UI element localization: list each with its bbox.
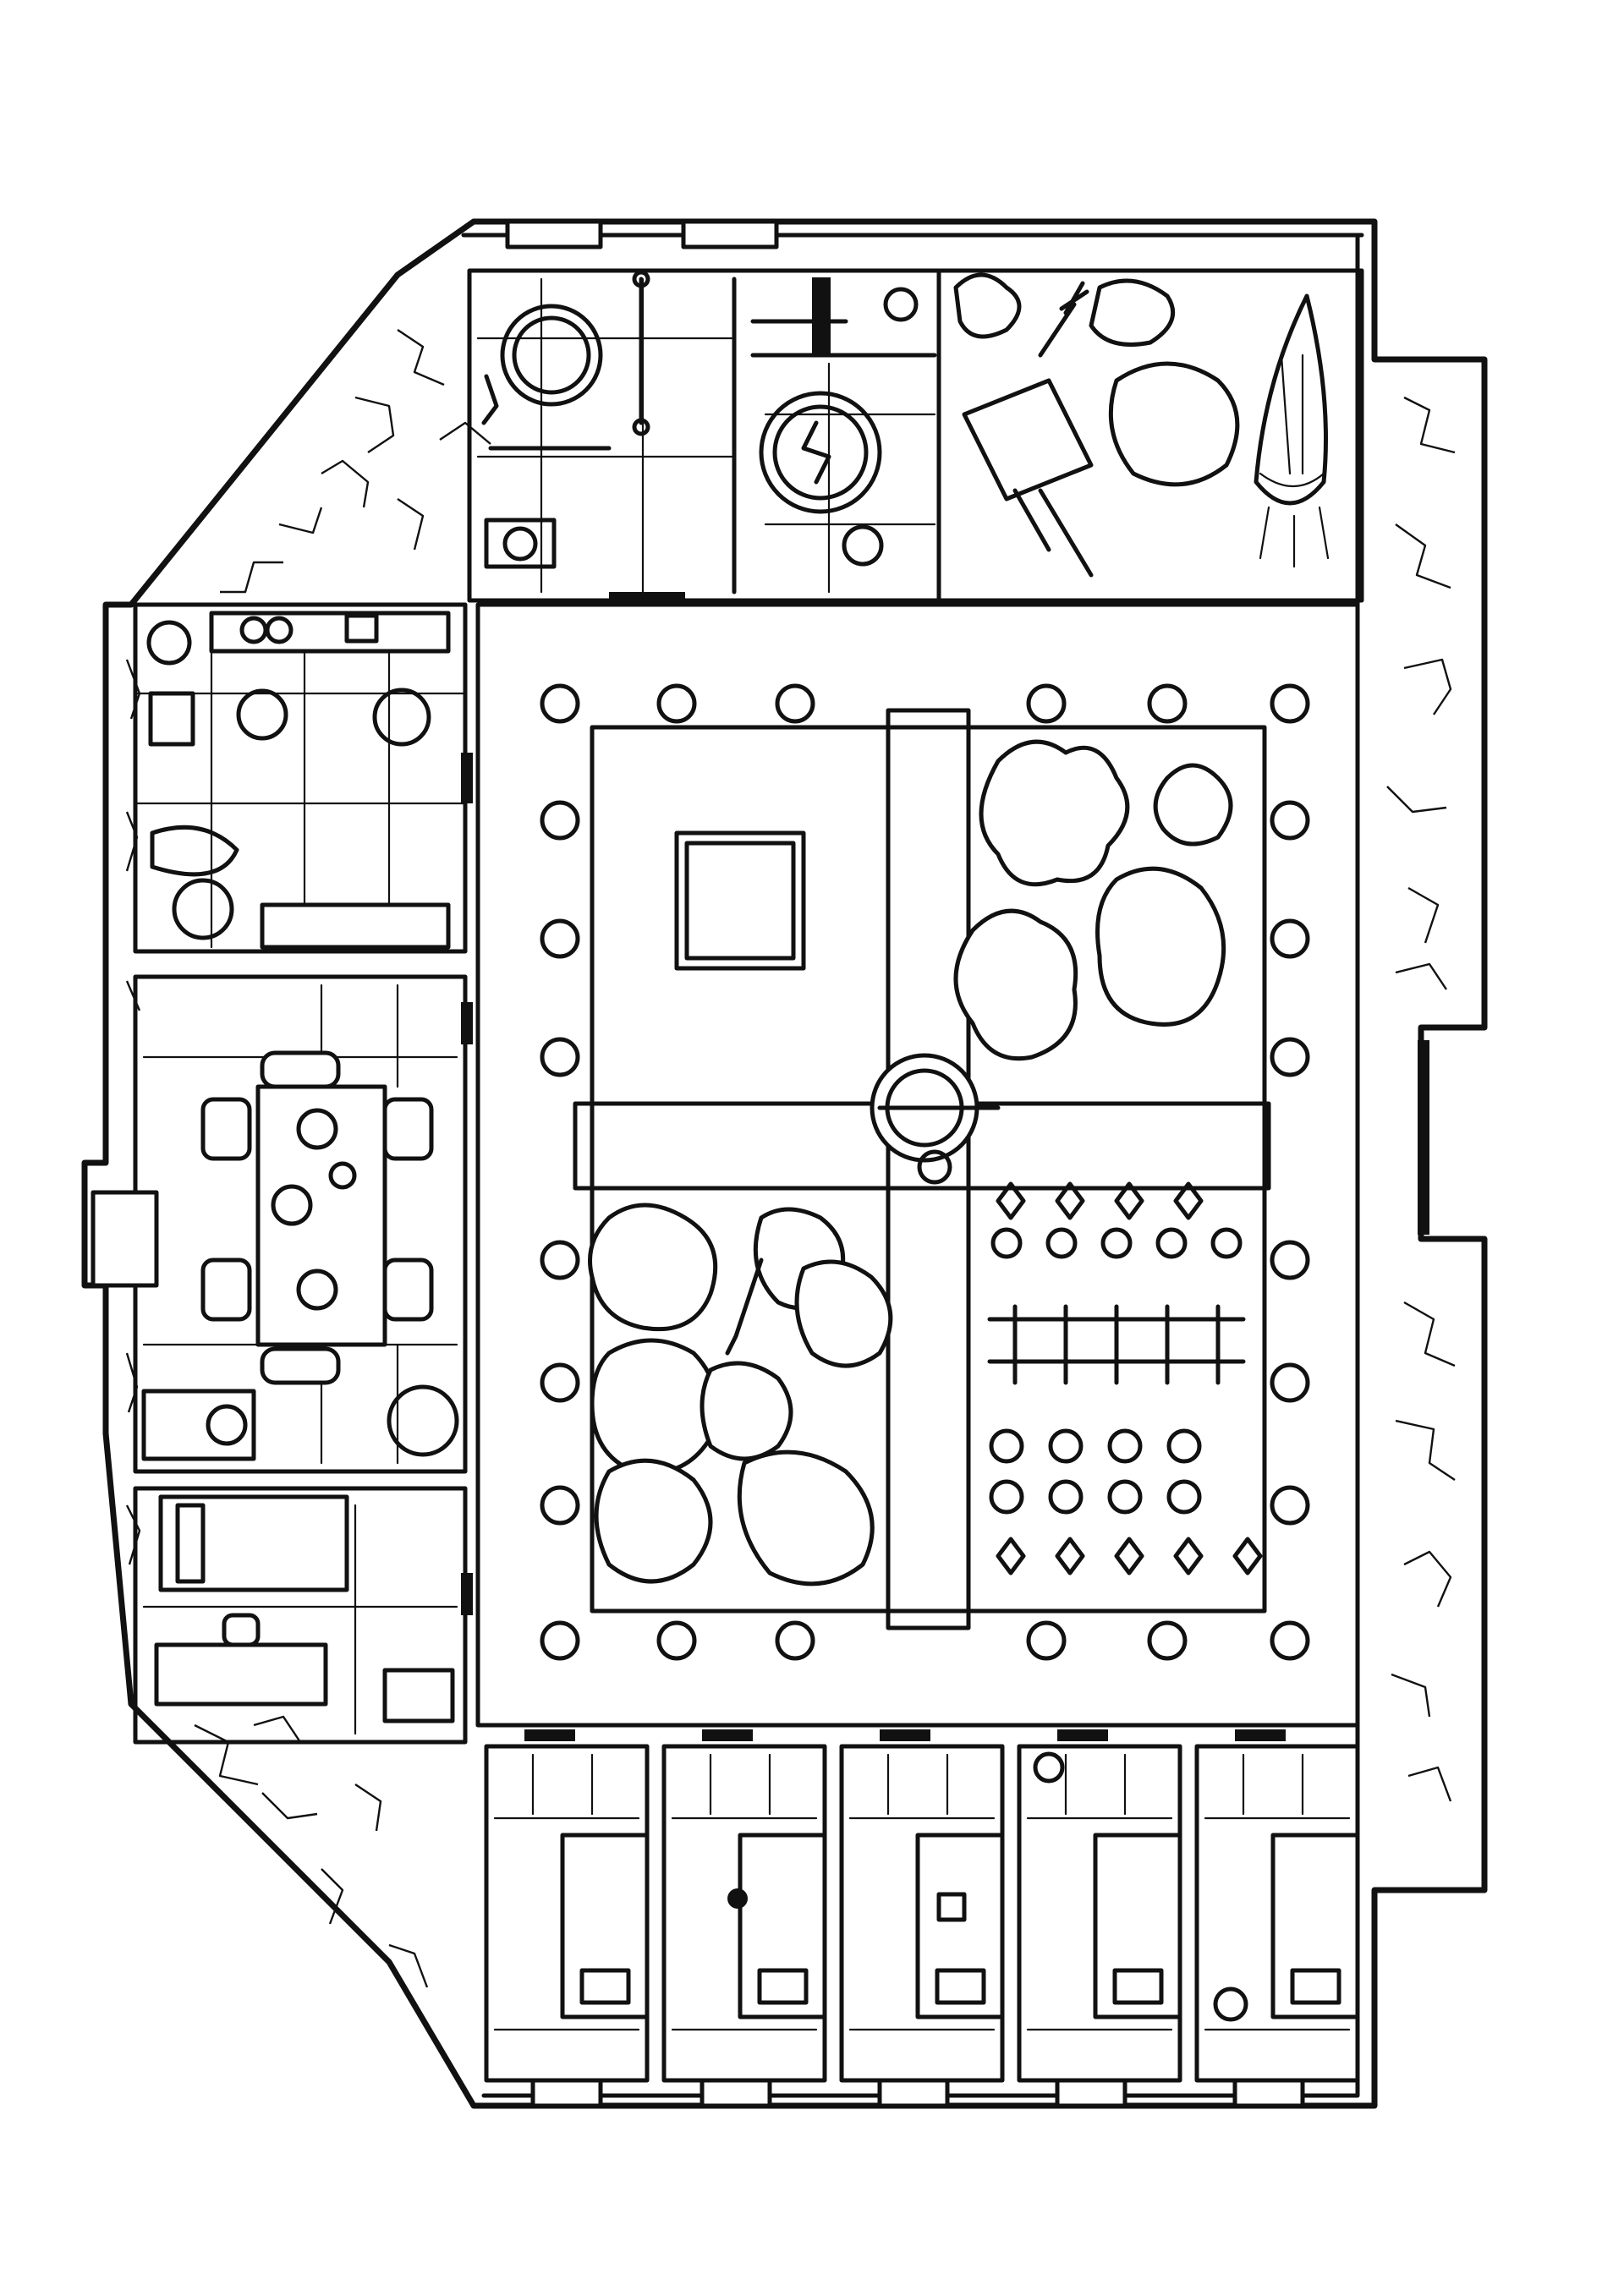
- cell-1: [484, 1744, 650, 2083]
- dining-hall: [91, 974, 468, 1474]
- hay-yard: [936, 268, 1364, 603]
- cell-5: [1194, 1744, 1360, 2083]
- cloister-pillars: [540, 683, 1310, 1661]
- cell-3: [839, 1744, 1005, 2083]
- garden-beds: [987, 1181, 1263, 1575]
- doors: [461, 753, 1286, 1741]
- study: [133, 1486, 468, 1745]
- kitchen: [133, 602, 468, 954]
- wall-windows: [505, 219, 1429, 2108]
- cell-4: [1017, 1744, 1182, 2083]
- cell-2: [661, 1744, 827, 2083]
- cloister-courtyard: [475, 602, 1360, 1728]
- well: [870, 1053, 1001, 1185]
- orchard: [588, 739, 1233, 1586]
